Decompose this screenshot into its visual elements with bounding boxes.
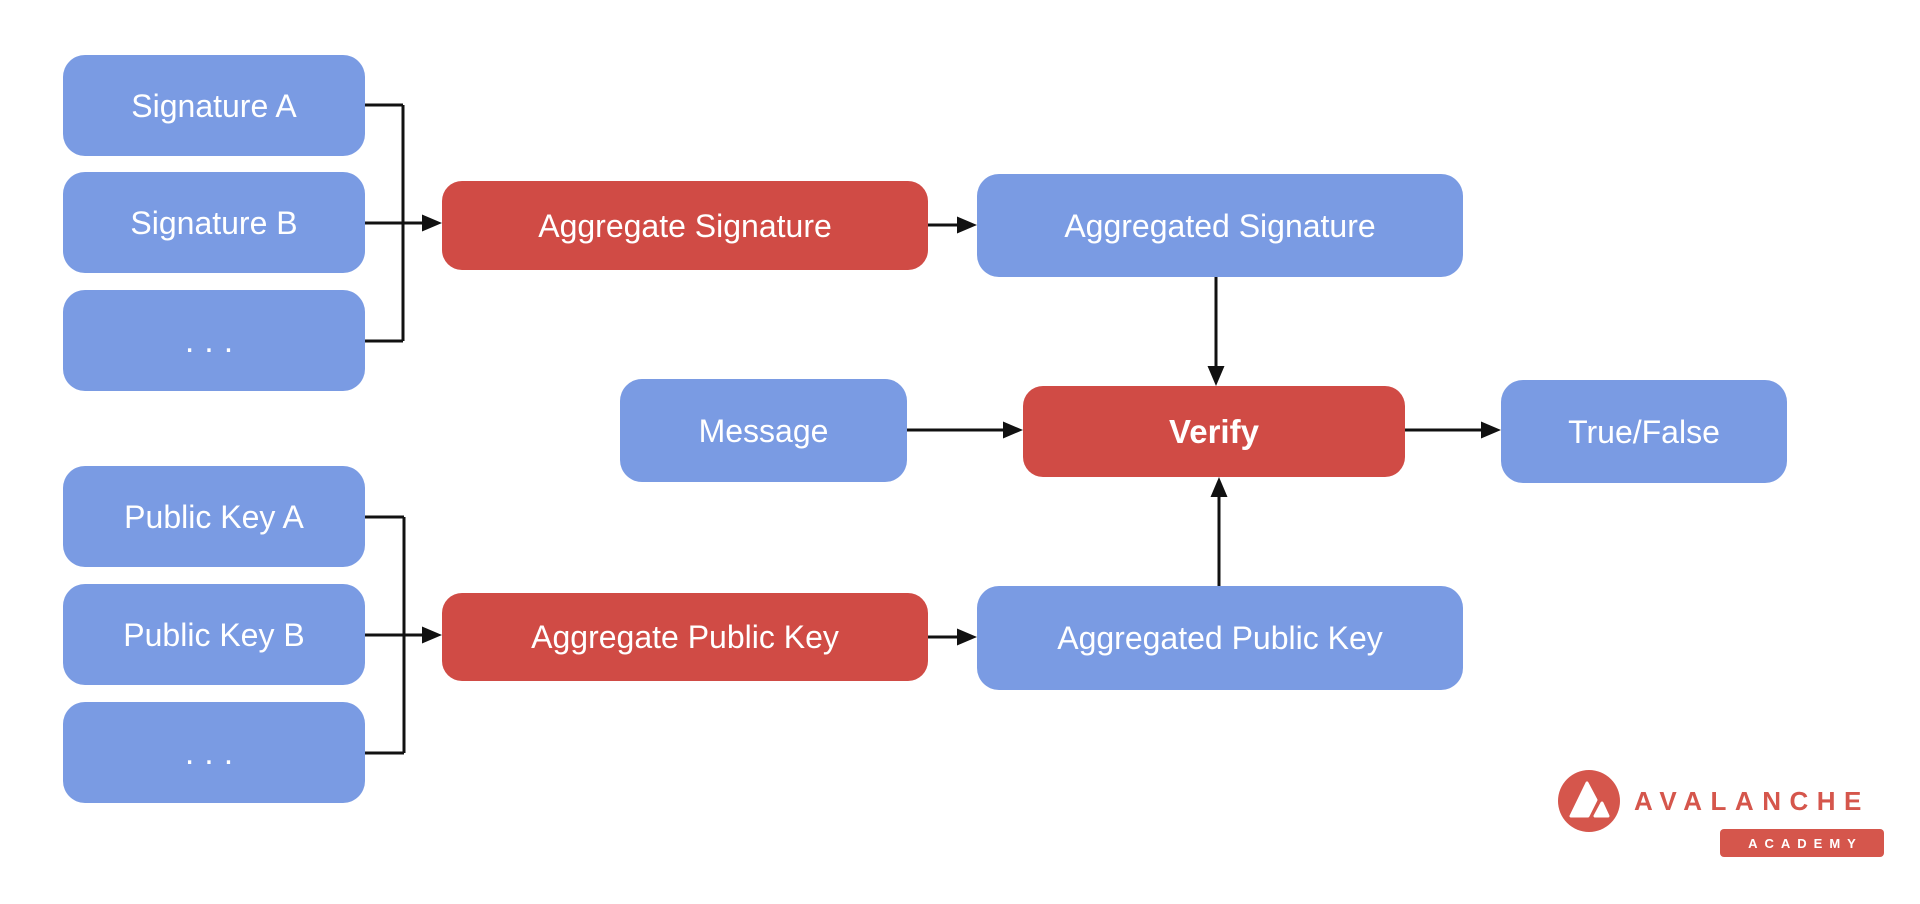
- node-aggregate-public-key: Aggregate Public Key: [442, 593, 928, 681]
- node-public-key-a-label: Public Key A: [124, 498, 304, 535]
- node-public-key-a: Public Key A: [63, 466, 365, 567]
- node-verify: Verify: [1023, 386, 1405, 477]
- node-signature-ellipsis: ...: [63, 290, 365, 391]
- academy-badge: ACADEMY: [1720, 829, 1884, 857]
- node-aggregate-signature-label: Aggregate Signature: [538, 207, 832, 244]
- academy-badge-label: ACADEMY: [1748, 835, 1863, 851]
- node-true-false: True/False: [1501, 380, 1787, 483]
- node-aggregated-signature-label: Aggregated Signature: [1064, 207, 1376, 244]
- node-aggregated-signature: Aggregated Signature: [977, 174, 1463, 277]
- node-signature-b: Signature B: [63, 172, 365, 273]
- avalanche-logo-icon: [1558, 770, 1620, 832]
- node-aggregate-public-key-label: Aggregate Public Key: [531, 619, 839, 655]
- node-signature-ellipsis-label: ...: [184, 321, 244, 360]
- avalanche-wordmark: AVALANCHE: [1634, 786, 1870, 816]
- node-true-false-label: True/False: [1568, 413, 1720, 450]
- node-signature-b-label: Signature B: [130, 204, 298, 241]
- node-verify-label: Verify: [1169, 413, 1259, 450]
- node-public-key-ellipsis: ...: [63, 702, 365, 803]
- node-public-key-b-label: Public Key B: [123, 616, 305, 653]
- node-signature-a: Signature A: [63, 55, 365, 156]
- avalanche-mountain-icon: [1569, 781, 1610, 818]
- node-signature-a-label: Signature A: [131, 87, 297, 124]
- node-aggregated-public-key: Aggregated Public Key: [977, 586, 1463, 690]
- node-public-key-ellipsis-label: ...: [184, 733, 244, 772]
- node-aggregated-public-key-label: Aggregated Public Key: [1057, 620, 1383, 656]
- node-message-label: Message: [698, 412, 829, 449]
- node-message: Message: [620, 379, 907, 482]
- node-aggregate-signature: Aggregate Signature: [442, 181, 928, 270]
- node-public-key-b: Public Key B: [63, 584, 365, 685]
